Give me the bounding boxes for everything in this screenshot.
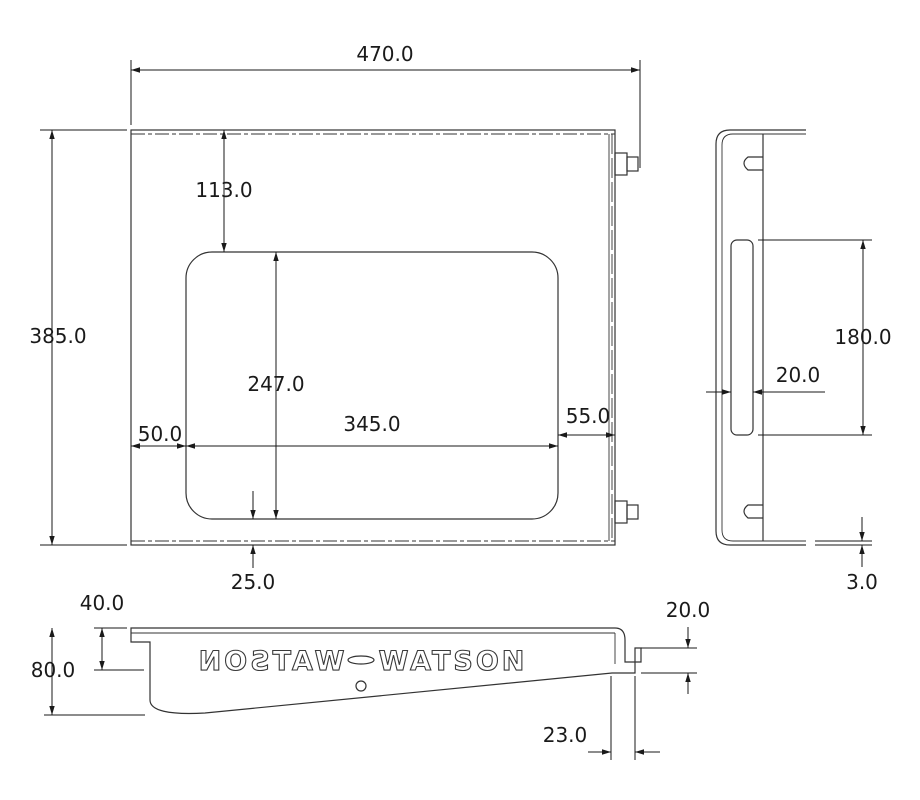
dim-cutout-height: 247.0: [247, 372, 304, 396]
dim-lip-width: 23.0: [543, 723, 588, 747]
side-top-hook: [743, 156, 763, 171]
dimensions-front: 470.0 385.0 113.0 247.0 50.0 345.0 55.0 …: [29, 42, 641, 594]
dim-overall-width: 470.0: [356, 42, 413, 66]
front-panel-outline: [130, 129, 616, 546]
mount-hole: [355, 680, 367, 692]
dim-bottom-offset: 25.0: [231, 570, 276, 594]
bracket-outline: [130, 627, 642, 715]
dim-top-offset: 113.0: [195, 178, 252, 202]
dim-cutout-width: 345.0: [343, 412, 400, 436]
dimensions-side: 180.0 20.0 3.0: [706, 239, 892, 594]
logo-swoosh: [347, 655, 375, 665]
dim-overall-height: 385.0: [29, 324, 86, 348]
bottom-view: WATSON WATSON: [130, 627, 642, 715]
dim-slot-length: 180.0: [834, 325, 891, 349]
side-view: [715, 129, 806, 546]
panel-cutout: [185, 251, 559, 520]
front-view: [130, 129, 639, 546]
side-bottom-hook: [743, 504, 763, 519]
side-profile-outline: [715, 129, 806, 546]
logo-text: WATSON: [379, 646, 528, 677]
dim-right-offset: 55.0: [566, 404, 611, 428]
dim-bracket-top: 40.0: [80, 591, 125, 615]
dim-left-offset: 50.0: [138, 422, 183, 446]
slot: [730, 239, 754, 436]
logo-mirrored-text: WATSON: [196, 646, 345, 677]
dim-lip-height: 20.0: [666, 598, 711, 622]
dim-thickness: 3.0: [846, 570, 878, 594]
dimensions-bottom: 40.0 80.0 20.0 23.0: [31, 591, 711, 760]
bottom-tab: [614, 500, 639, 524]
top-tab: [614, 152, 639, 176]
dim-bracket-height: 80.0: [31, 658, 76, 682]
dim-slot-width: 20.0: [776, 363, 821, 387]
